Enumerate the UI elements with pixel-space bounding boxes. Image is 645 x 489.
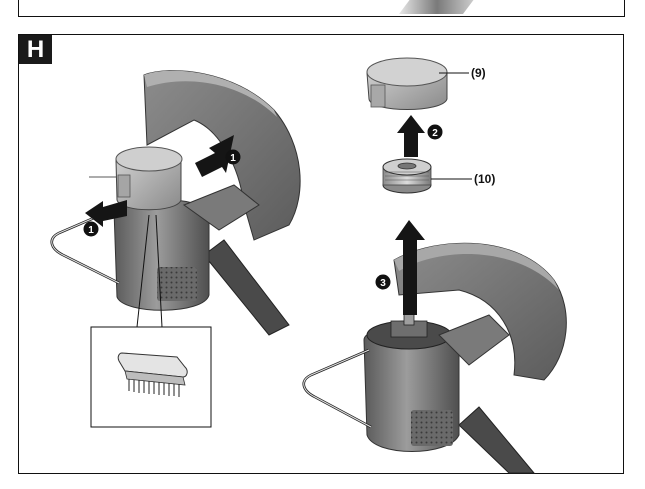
step-number: 3 — [380, 278, 386, 289]
right-shaft — [458, 406, 536, 474]
cap-callout-label: (9) — [471, 66, 486, 80]
right-trimmer-head — [302, 242, 567, 474]
step-badge-side: 1 — [225, 149, 241, 165]
lift-arrow-spool — [395, 220, 425, 315]
spool-callout-label: (10) — [474, 172, 495, 186]
step-number: 1 — [88, 225, 94, 236]
left-shaft — [203, 239, 290, 336]
lift-arrow-cap — [397, 115, 425, 157]
brush-detail-callout — [90, 214, 212, 428]
press-arrow-side — [195, 135, 234, 177]
exploded-spool-cap: (9) — [366, 57, 486, 110]
figure-h-panel: 1 1 — [18, 34, 624, 474]
figure-badge: H — [19, 35, 52, 64]
previous-figure-blade-fragment — [399, 0, 474, 14]
right-wire-guard — [302, 348, 372, 429]
left-trimmer-head — [50, 70, 301, 336]
exploded-spool: (10) — [382, 158, 495, 194]
left-vent-grille — [157, 267, 197, 301]
press-arrow-front — [85, 200, 127, 227]
step-badge-front: 1 — [83, 221, 99, 237]
right-vent-grille — [411, 410, 453, 446]
previous-figure-panel — [18, 0, 625, 17]
step-badge-cap: 2 — [427, 124, 443, 140]
step-badge-spool: 3 — [375, 274, 391, 290]
cleaning-brush — [117, 352, 188, 397]
spool-replacement-illustration: 1 1 — [50, 57, 567, 474]
step-number: 2 — [432, 128, 438, 139]
step-number: 1 — [230, 153, 236, 164]
